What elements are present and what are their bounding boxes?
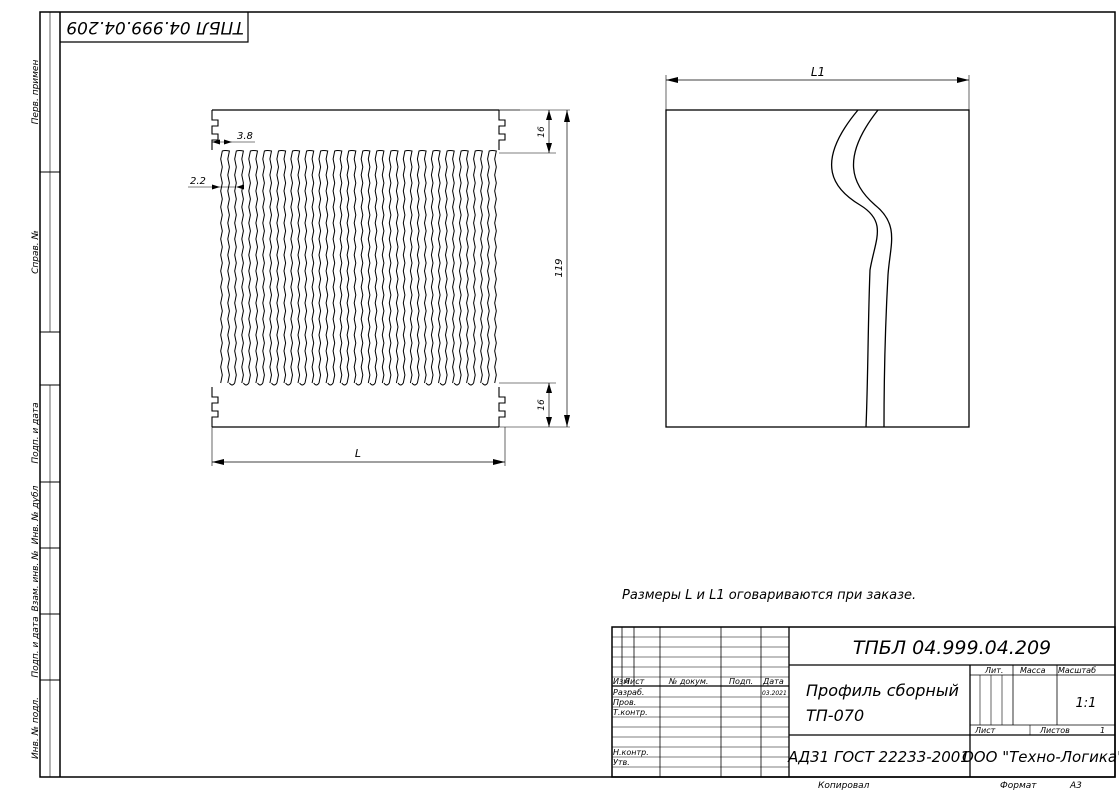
profile-fin [332,150,343,384]
material: АД31 ГОСТ 22233-2001 [787,748,970,766]
dim-3-8: 3.8 [237,131,253,142]
side-label-inv-podl: Инв. № подл. [31,697,41,759]
hdr-list: Лист [623,677,645,686]
fin-gap [439,382,446,386]
profile-fin [388,150,399,384]
profile-fin [220,150,230,384]
row-prov: Пров. [613,698,636,707]
profile-fin [360,150,371,384]
profile-fin [248,150,259,384]
profile-fin [318,150,329,384]
company: ООО "Техно-Логика" [962,748,1119,766]
side-label-vzam-inv: Взам. инв. № [31,550,41,611]
profile-fin [290,150,301,384]
hdr-massa: Масса [1020,666,1046,675]
rotated-code: ТПБЛ 04.999.04.209 [66,17,243,37]
side-label-perv-primen: Перв. примен [31,60,41,125]
hdr-masshtab: Масштаб [1058,666,1096,675]
profile-fin [458,150,469,384]
footer-format-value: А3 [1069,781,1082,790]
profile-side-view: L1 [665,65,970,428]
row-utv: Утв. [613,758,630,767]
scale-value: 1:1 [1076,696,1097,711]
fin-gap [257,382,264,386]
profile-fin [416,150,427,384]
profile-fin [487,150,497,384]
title-block: Изм Лист № докум. Подп. Дата Разраб. 03.… [611,626,1119,778]
hdr-lit: Лит. [984,666,1003,675]
row-razrab: Разраб. [613,688,644,697]
fin-gap [411,382,418,386]
fin-gap [467,382,475,386]
fin-gap [341,382,348,386]
order-note: Размеры L и L1 оговариваются при заказе. [622,588,916,603]
fin-gap [369,382,376,386]
row-date: 03.2021 [762,690,787,697]
dimensions-front: L 119 16 16 3.8 2.2 [188,110,570,466]
footer-kopiroval: Копировал [818,781,870,790]
part-name-line2: ТП-070 [806,706,864,725]
profile-fin [346,150,357,384]
footer-format-label: Формат [1000,781,1037,790]
hdr-data: Дата [762,677,784,686]
hdr-sheet: Лист [974,726,996,735]
dim-16-top: 16 [537,126,547,138]
profile-fin [402,150,413,384]
row-tkontr: Т.контр. [613,708,648,717]
sheets-value: 1 [1100,726,1105,735]
side-label-podp-data-2: Подп. и дата [31,616,41,677]
fin-gap [355,382,362,386]
side-label-podp-data-1: Подп. и дата [31,402,41,463]
row-nkontr: Н.контр. [613,748,649,757]
profile-fin [473,150,483,384]
fin-gap [299,382,306,386]
dim-L1: L1 [811,65,825,79]
fin-gap [327,382,334,386]
profile-fin [304,150,315,384]
part-name-line1: Профиль сборный [806,681,959,700]
fin-gap [271,382,278,386]
profile-fin [374,150,385,384]
sheet-frame [39,11,1116,778]
fin-gap [453,382,460,386]
profile-fin [444,150,455,384]
side-label-sprav: Справ. № [31,230,41,274]
profile-fin [276,150,287,384]
fin-gap [397,382,404,386]
dim-119: 119 [554,258,565,277]
profile-fin [430,150,441,384]
hdr-podp: Подп. [729,677,753,686]
dim-16-bottom: 16 [537,399,547,411]
dim-L: L [355,447,361,460]
rotated-code-box: ТПБЛ 04.999.04.209 [60,12,249,43]
fin-gap [285,382,292,386]
fin-gap [313,382,320,386]
hdr-ndokum: № докум. [668,677,708,686]
hdr-sheets: Листов [1039,726,1070,735]
hdr-izm: Изм [613,677,629,686]
fin-gap [242,382,250,386]
side-label-inv-dubl: Инв. № дубл [31,485,41,544]
fin-gap [228,382,236,386]
left-side-table: Перв. примен Справ. № Подп. и дата Инв. … [31,12,60,777]
fin-gap [425,382,432,386]
drawing-code: ТПБЛ 04.999.04.209 [853,637,1051,659]
dim-2-2: 2.2 [190,176,206,187]
fin-gap [481,382,489,386]
profile-fin [234,150,244,384]
fin-gap [383,382,390,386]
profile-fin [262,150,273,384]
profile-front-view [211,109,570,428]
